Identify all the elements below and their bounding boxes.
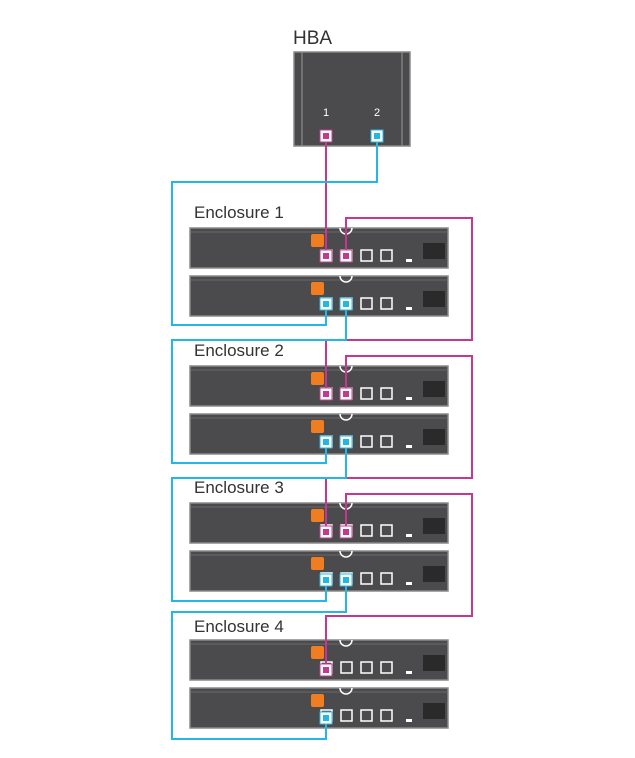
indicator-led-icon xyxy=(406,719,412,722)
release-latch-icon xyxy=(311,646,324,659)
enclosure-2-label: Enclosure 2 xyxy=(194,341,284,360)
hba-port-2-label: 2 xyxy=(374,107,380,119)
connector-plug-icon xyxy=(323,577,329,583)
sas-port-4 xyxy=(381,662,392,673)
connector-plug-icon xyxy=(343,391,349,397)
management-port-icon xyxy=(423,566,445,582)
sas-port-4 xyxy=(381,710,392,721)
release-latch-icon xyxy=(311,557,324,570)
enclosure-2-bottom-port-b-connector xyxy=(340,436,352,448)
enclosure-1-label: Enclosure 1 xyxy=(194,203,284,222)
sas-port-3 xyxy=(361,298,372,309)
enclosure-3-top-module xyxy=(190,503,448,543)
enclosure-2-bottom-module xyxy=(190,414,448,454)
connector-plug-icon xyxy=(343,577,349,583)
sas-port-4 xyxy=(381,298,392,309)
hba-card xyxy=(294,52,410,146)
enclosure-3-top-port-b-connector xyxy=(340,526,352,538)
sas-port-3 xyxy=(361,436,372,447)
management-port-icon xyxy=(423,703,445,719)
enclosure-2-bottom-port-a-connector xyxy=(320,436,332,448)
indicator-led-icon xyxy=(406,582,412,585)
indicator-led-icon xyxy=(406,671,412,674)
sas-port-3 xyxy=(361,250,372,261)
indicator-led-icon xyxy=(406,534,412,537)
connector-plug-icon xyxy=(343,301,349,307)
connector-plug-icon xyxy=(374,133,380,139)
management-port-icon xyxy=(423,429,445,445)
enclosure-4-bottom-port-a-connector xyxy=(320,712,332,724)
enclosure-3-top-port-a-connector xyxy=(320,526,332,538)
connector-plug-icon xyxy=(323,439,329,445)
indicator-led-icon xyxy=(406,445,412,448)
enclosure-1-bottom-module xyxy=(190,276,448,316)
indicator-led-icon xyxy=(406,307,412,310)
connector-plug-icon xyxy=(323,391,329,397)
sas-port-2 xyxy=(341,662,352,673)
enclosure-4-top-module xyxy=(190,640,448,680)
sas-port-4 xyxy=(381,250,392,261)
sas-port-4 xyxy=(381,388,392,399)
enclosure-3-bottom-port-b-connector xyxy=(340,574,352,586)
sas-port-3 xyxy=(361,710,372,721)
sas-port-3 xyxy=(361,388,372,399)
release-latch-icon xyxy=(311,372,324,385)
release-latch-icon xyxy=(311,420,324,433)
enclosure-3-label: Enclosure 3 xyxy=(194,478,284,497)
hba-port-1-connector xyxy=(320,130,332,142)
connector-plug-icon xyxy=(323,667,329,673)
enclosure-1-bottom-port-b-connector xyxy=(340,298,352,310)
release-latch-icon xyxy=(311,234,324,247)
connector-plug-icon xyxy=(323,133,329,139)
hba-title: HBA xyxy=(293,28,332,49)
sas-port-4 xyxy=(381,436,392,447)
management-port-icon xyxy=(423,518,445,534)
enclosure-2-top-module xyxy=(190,366,448,406)
enclosure-3-bottom-module xyxy=(190,551,448,591)
connector-plug-icon xyxy=(343,253,349,259)
hba: HBA 1 2 xyxy=(293,28,410,146)
enclosure-4-label: Enclosure 4 xyxy=(194,617,284,636)
enclosure-2-top-port-a-connector xyxy=(320,388,332,400)
sas-port-4 xyxy=(381,525,392,536)
connector-plug-icon xyxy=(323,529,329,535)
enclosure-4-top-port-a-connector xyxy=(320,664,332,676)
connector-plug-icon xyxy=(343,529,349,535)
release-latch-icon xyxy=(311,282,324,295)
connector-plug-icon xyxy=(323,715,329,721)
enclosure-1-top-port-a-connector xyxy=(320,250,332,262)
enclosure-1-bottom-port-a-connector xyxy=(320,298,332,310)
management-port-icon xyxy=(423,291,445,307)
release-latch-icon xyxy=(311,509,324,522)
indicator-led-icon xyxy=(406,397,412,400)
sas-port-3 xyxy=(361,662,372,673)
sas-port-3 xyxy=(361,573,372,584)
enclosure-1-top-module xyxy=(190,228,448,268)
enclosure-1-top-port-b-connector xyxy=(340,250,352,262)
management-port-icon xyxy=(423,381,445,397)
management-port-icon xyxy=(423,243,445,259)
enclosure-3-bottom-port-a-connector xyxy=(320,574,332,586)
sas-port-2 xyxy=(341,710,352,721)
connector-plug-icon xyxy=(343,439,349,445)
management-port-icon xyxy=(423,655,445,671)
release-latch-icon xyxy=(311,694,324,707)
indicator-led-icon xyxy=(406,259,412,262)
sas-port-3 xyxy=(361,525,372,536)
hba-port-1-label: 1 xyxy=(323,107,329,119)
enclosure-4-bottom-module xyxy=(190,688,448,728)
sas-port-4 xyxy=(381,573,392,584)
connector-plug-icon xyxy=(323,253,329,259)
enclosure-2-top-port-b-connector xyxy=(340,388,352,400)
connector-plug-icon xyxy=(323,301,329,307)
hba-port-2-connector xyxy=(371,130,383,142)
